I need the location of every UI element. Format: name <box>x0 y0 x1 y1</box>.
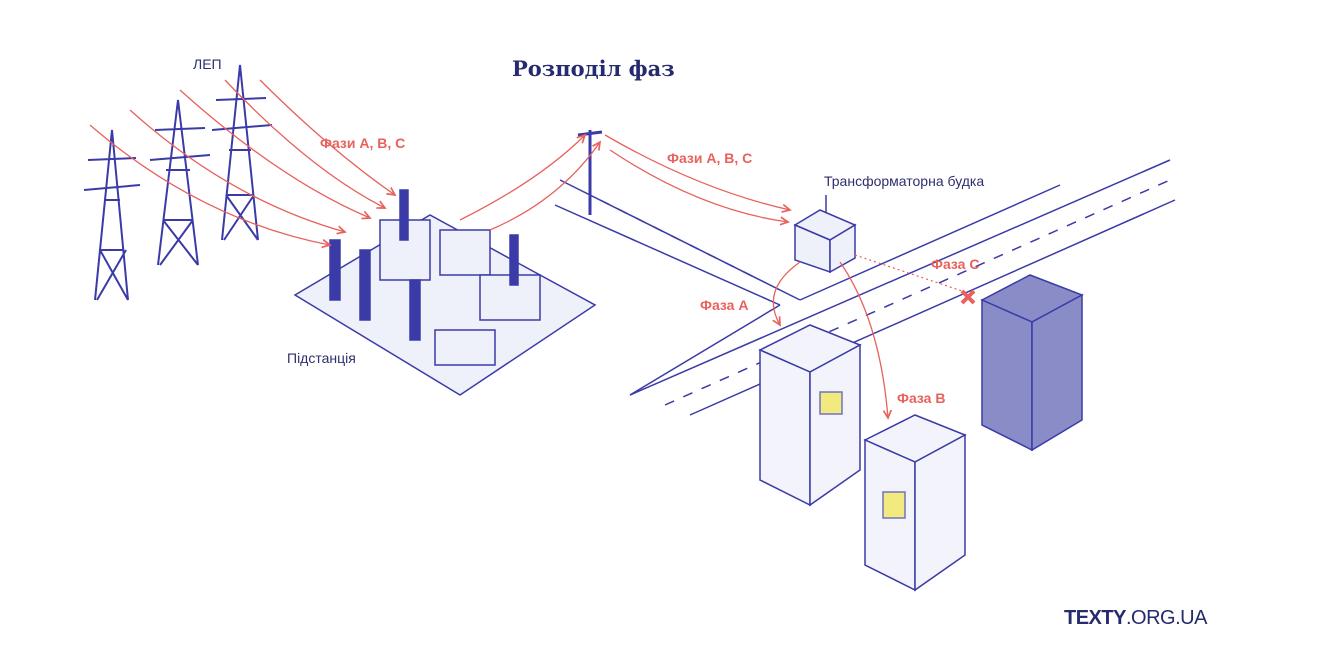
label-transformer: Трансформаторна будка <box>824 173 985 189</box>
label-substation: Підстанція <box>287 350 356 366</box>
label-phase-a: Фаза А <box>700 297 749 313</box>
texty-logo: TEXTY.ORG.UA <box>1064 607 1207 630</box>
phase-c-broken-line <box>854 254 966 293</box>
building-a <box>758 324 862 507</box>
utility-pole <box>577 130 603 215</box>
building-c-no-power <box>980 274 1084 452</box>
building-b <box>863 414 967 592</box>
power-line-towers <box>83 64 273 301</box>
diagram-title: Розподіл фаз <box>512 56 675 81</box>
label-phases-pole: Фази А, В, С <box>667 150 753 166</box>
label-phase-c: Фаза С <box>931 256 980 272</box>
label-lep: ЛЕП <box>193 56 222 72</box>
phase-arrows <box>89 79 888 418</box>
cross-icon <box>960 289 976 305</box>
logo-bold: TEXTY <box>1064 607 1126 629</box>
logo-rest: .ORG.UA <box>1125 607 1207 629</box>
substation <box>293 189 597 396</box>
label-phase-b: Фаза В <box>897 390 946 406</box>
transformer-box <box>793 195 857 274</box>
label-phases-substation: Фази А, В, С <box>320 135 406 151</box>
